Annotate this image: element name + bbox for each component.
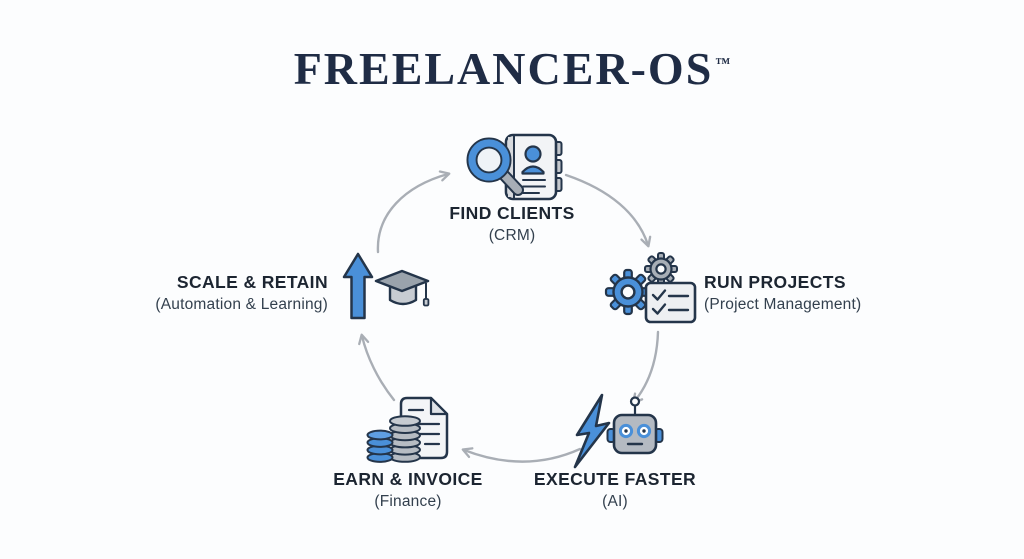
arrow-scale-retain-to-find-clients <box>376 170 451 254</box>
checklist-icon <box>644 281 697 324</box>
title-text: FREELANCER-OS <box>293 43 714 94</box>
node-label: RUN PROJECTS <box>704 272 846 292</box>
node-sublabel: (Automation & Learning) <box>155 295 328 313</box>
node-label: EARN & INVOICE <box>333 469 483 489</box>
arrow-execute-faster-to-earn-invoice <box>461 447 582 463</box>
node-run-projects: RUN PROJECTS (Project Management) <box>704 272 934 314</box>
node-find-clients: FIND CLIENTS (CRM) <box>362 203 662 245</box>
node-label: FIND CLIENTS <box>449 203 575 223</box>
node-execute-faster: EXECUTE FASTER (AI) <box>465 469 765 511</box>
node-sublabel: (Project Management) <box>704 295 862 313</box>
node-sublabel: (CRM) <box>488 226 536 244</box>
arrow-find-clients-to-run-projects <box>564 173 652 248</box>
lightning-robot-icon <box>573 393 664 469</box>
trademark-symbol: ™ <box>715 55 731 72</box>
lightning-bolt-icon <box>573 393 611 469</box>
magnifier-icon <box>466 137 524 196</box>
gray-coin-stack-icon <box>389 415 421 463</box>
robot-head-icon <box>606 396 664 455</box>
search-contact-book-icon <box>466 133 563 201</box>
large-gear-icon <box>604 268 652 316</box>
node-label: SCALE & RETAIN <box>176 272 328 292</box>
gears-checklist-icon <box>604 252 697 324</box>
arrow-earn-invoice-to-scale-retain <box>358 333 396 402</box>
node-label: EXECUTE FASTER <box>533 469 697 489</box>
node-sublabel: (Finance) <box>374 492 442 510</box>
node-sublabel: (AI) <box>602 492 628 510</box>
graduation-cap-icon <box>374 269 430 307</box>
small-gear-icon <box>644 252 678 286</box>
node-earn-invoice: EARN & INVOICE (Finance) <box>258 469 558 511</box>
arrow-run-projects-to-execute-faster <box>632 330 660 405</box>
growth-arrow-graduation-cap-icon <box>342 252 430 320</box>
up-arrow-icon <box>342 252 374 320</box>
blue-coin-stack-icon <box>366 429 394 463</box>
node-scale-retain: SCALE & RETAIN (Automation & Learning) <box>28 272 328 314</box>
coins-invoice-icon <box>366 396 449 463</box>
